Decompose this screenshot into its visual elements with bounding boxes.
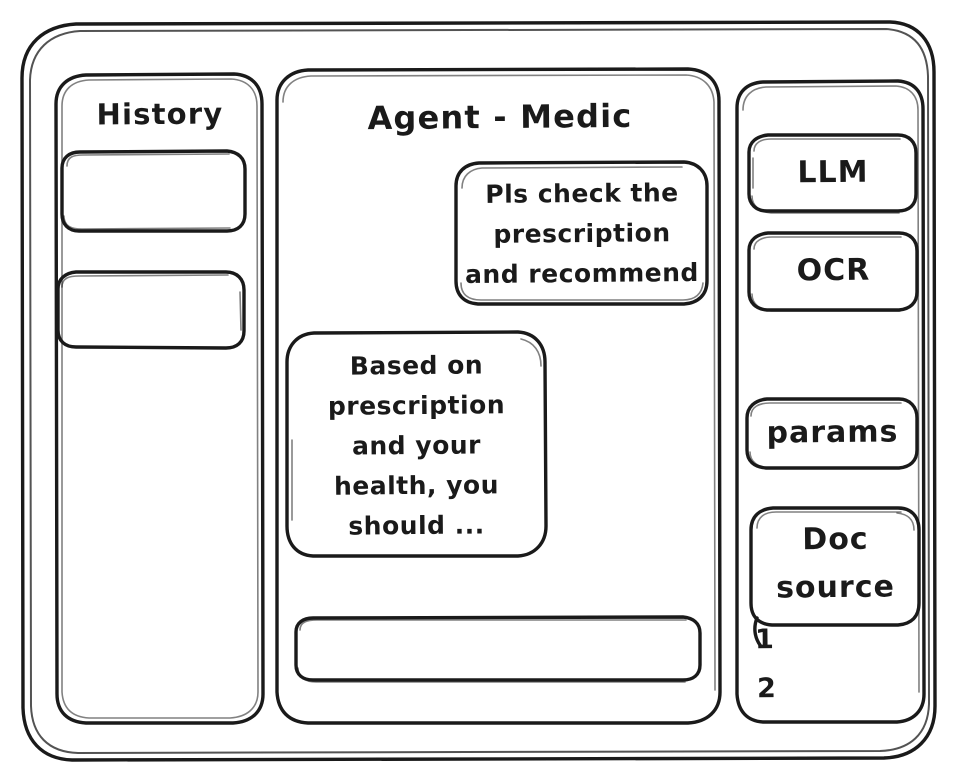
history-panel-title: History [96,96,224,132]
user-message-bubble[interactable]: Pls check the prescription and recommend [456,162,708,305]
params-card-label: params [766,414,899,451]
params-card[interactable]: params [747,398,918,469]
user-message-line-3: and recommend [464,257,700,290]
history-item-1[interactable] [60,150,246,232]
assistant-message-line-3: and your [351,430,482,461]
doc-source-label-line-2: source [775,569,896,606]
ocr-card-label: OCR [796,252,871,289]
user-message-line-2: prescription [493,218,671,249]
assistant-message-line-5: should ... [348,510,485,541]
assistant-message-bubble[interactable]: Based on prescription and your health, y… [287,332,546,557]
history-item-2-label [57,296,245,298]
llm-card[interactable]: LLM [749,134,917,212]
agent-title: Agent - Medic [367,96,633,138]
history-item-1-label [60,177,246,179]
assistant-message-line-2: prescription [327,390,506,421]
assistant-message-line-4: health, you [333,470,500,501]
history-item-2[interactable] [57,271,245,349]
doc-source-card[interactable]: Doc source [751,507,920,626]
doc-source-label-line-1: Doc [802,521,869,558]
message-input-placeholder [314,633,674,636]
doc-source-entry-1[interactable]: 1 [754,624,775,656]
message-input[interactable] [296,617,701,681]
assistant-message-line-1: Based on [349,350,484,381]
ocr-card[interactable]: OCR [749,232,918,311]
user-message-line-1: Pls check the [485,178,679,209]
doc-source-entry-2[interactable]: 2 [756,673,777,705]
llm-card-label: LLM [797,154,869,191]
